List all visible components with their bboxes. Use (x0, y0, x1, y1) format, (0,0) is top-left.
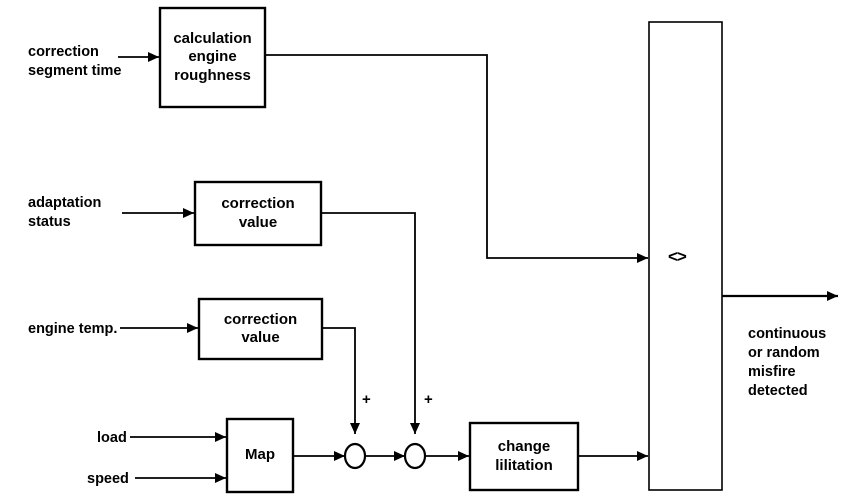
io-line: status (28, 213, 71, 230)
io-line: segment time (28, 62, 122, 79)
sum1-plus-sign: + (362, 391, 371, 408)
io-line: load (97, 430, 127, 446)
io-line: adaptation (28, 195, 102, 211)
input-label-speed: speed (87, 470, 129, 489)
input-label-adaptation-status: adaptation status (28, 194, 101, 232)
connector-correction-adaptation-to-sum2 (321, 212, 420, 434)
correction-value-adaptation-block[interactable] (193, 180, 323, 247)
summing-junction-1[interactable] (343, 442, 367, 470)
io-line: speed (87, 471, 129, 487)
comparator-symbol-label: <> (668, 247, 687, 266)
io-line: or random (748, 344, 820, 361)
summing-junction-2[interactable] (403, 442, 427, 470)
output-label-misfire-detected: continuous or random misfire detected (748, 325, 826, 400)
map-block[interactable] (225, 417, 295, 494)
io-line: engine temp. (28, 321, 118, 337)
connector-calc-engine-to-comparator (265, 54, 648, 263)
change-limitation-block[interactable] (468, 421, 580, 492)
io-line: continuous (748, 326, 827, 342)
input-label-load: load (97, 429, 127, 448)
comparator-block[interactable] (648, 21, 723, 491)
io-line: correction (28, 44, 99, 60)
input-label-engine-temp: engine temp. (28, 320, 117, 339)
io-line: detected (748, 382, 808, 399)
sum2-plus-sign: + (424, 391, 433, 408)
correction-value-engine-temp-block[interactable] (197, 297, 324, 361)
connector-correction-temp-to-sum1 (322, 327, 360, 434)
calculation-engine-roughness-block[interactable] (158, 6, 267, 109)
input-label-correction-segment-time: correction segment time (28, 43, 121, 81)
io-line: misfire (748, 363, 796, 380)
